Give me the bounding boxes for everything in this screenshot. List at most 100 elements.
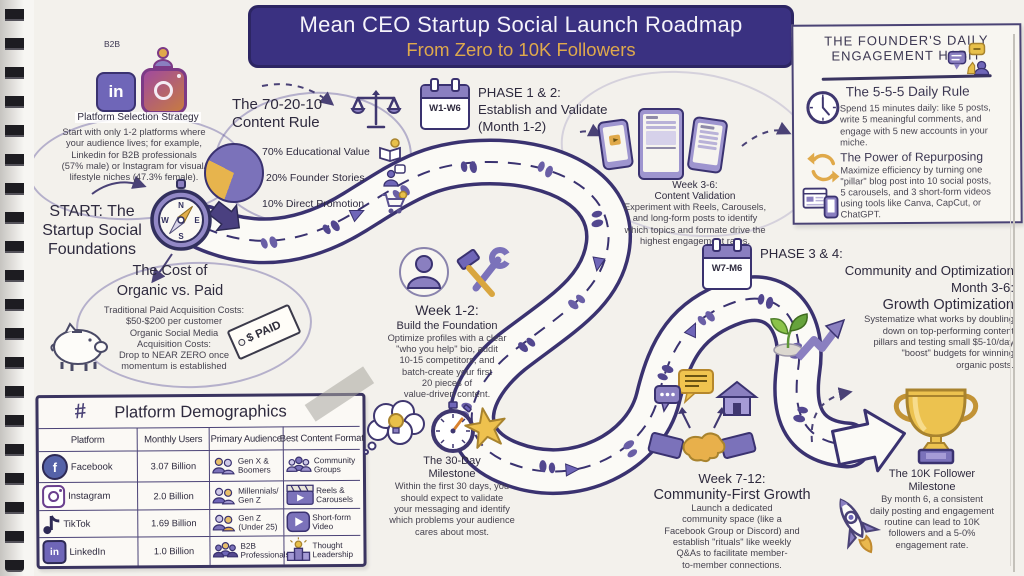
thought-leadership-icon bbox=[286, 537, 311, 562]
compass-s: S bbox=[178, 232, 184, 241]
phase34-block: Community and Optimization Month 3-6: Gr… bbox=[700, 262, 1014, 371]
linkedin-format: Thought Leadership bbox=[283, 534, 361, 565]
linkedin-icon: in bbox=[96, 72, 136, 112]
linkedin-audience: B2B Professionals bbox=[209, 535, 290, 565]
person-speech-icon bbox=[383, 164, 406, 187]
week36-subtitle: Content Validation bbox=[654, 191, 736, 202]
phone-profile-icon bbox=[638, 108, 684, 180]
linkedin-glyph: in bbox=[108, 82, 124, 101]
b2b-professionals-icon bbox=[212, 542, 239, 558]
week712-title: Week 7-12: bbox=[698, 471, 766, 486]
facebook-icon: f bbox=[41, 453, 68, 481]
phase12-calendar-label: W1-W6 bbox=[429, 103, 461, 114]
shopping-cart-icon bbox=[382, 190, 408, 214]
compass-n: N bbox=[178, 201, 184, 210]
engagement-icons bbox=[947, 42, 990, 76]
col-header-platform: Platform bbox=[38, 427, 137, 452]
tiktok-audience: Gen Z (Under 25) bbox=[209, 508, 284, 536]
phase34-line1: PHASE 3 & 4: bbox=[760, 246, 843, 261]
phase34-body: Systematize what works by doubling down … bbox=[864, 314, 1014, 370]
milestone30-block: The 30-Day Milestone Within the first 30… bbox=[366, 455, 538, 538]
table-row-linkedin-platform: in LinkedIn bbox=[39, 536, 138, 567]
milestone10k-title: The 10K Follower Milestone bbox=[888, 468, 976, 494]
paid-tag-label: $ PAID bbox=[245, 319, 283, 345]
founder-panel: THE FOUNDER'S DAILY ENGAGEMENT HABIT The… bbox=[791, 23, 1023, 225]
week12-body: Optimize profiles with a clear "who you … bbox=[387, 332, 507, 400]
milestone30-title: The 30-Day Milestone bbox=[423, 455, 481, 481]
instagram-icon bbox=[141, 68, 187, 114]
instagram-small-icon bbox=[42, 484, 66, 509]
clapperboard-icon bbox=[286, 484, 314, 505]
road-direction-arrows bbox=[348, 210, 696, 477]
linkedin-users: 1.0 Billion bbox=[137, 535, 210, 566]
finish-arrow bbox=[830, 408, 906, 473]
cost-body: Traditional Paid Acquisition Costs: $50-… bbox=[103, 305, 245, 372]
repurpose-recycle-icon bbox=[807, 152, 840, 183]
platform-demographics-table: # Platform Demographics Platform Monthly… bbox=[35, 366, 375, 570]
chat-bubbles-icon bbox=[654, 369, 714, 413]
book-lightbulb-icon bbox=[379, 138, 401, 162]
week712-block: Week 7-12: Community-First Growth Launch… bbox=[628, 470, 836, 571]
house-icon bbox=[715, 380, 759, 416]
week36-title: Week 3-6: bbox=[672, 180, 718, 191]
people-pair-icon bbox=[212, 487, 236, 504]
phase12-line1: PHASE 1 & 2: bbox=[478, 85, 561, 100]
phase12-heading: PHASE 1 & 2: Establish and Validate (Mon… bbox=[478, 84, 648, 135]
phase12-line3: (Month 1-2) bbox=[478, 119, 547, 135]
week36-body: Experiment with Reels, Carousels, and lo… bbox=[623, 202, 767, 246]
milestone-star-icon bbox=[464, 407, 506, 449]
content-rule-title: The 70-20-10 Content Rule bbox=[232, 96, 323, 131]
phase34-line3: Month 3-6: bbox=[950, 280, 1014, 296]
week712-body: Launch a dedicated community space (like… bbox=[664, 503, 800, 570]
col-header-audience: Primary Audience bbox=[208, 426, 283, 450]
week12-title: Week 1-2: bbox=[415, 302, 479, 318]
phase34-calendar-icon: W7-M6 bbox=[702, 238, 752, 290]
piggy-bank-icon bbox=[50, 322, 108, 371]
week36-block: Week 3-6: Content Validation Experiment … bbox=[604, 180, 786, 247]
clock-icon bbox=[806, 91, 840, 125]
start-label: START: The Startup Social Foundations bbox=[42, 203, 142, 259]
repurpose-body: Maximize efficiency by turning one "pill… bbox=[840, 164, 992, 220]
play-button-icon bbox=[286, 511, 311, 533]
scales-icon bbox=[350, 90, 402, 129]
stopwatch-icon bbox=[431, 401, 475, 453]
phase34-line4: Growth Optimization bbox=[882, 297, 1014, 314]
phone-video-icon bbox=[596, 118, 635, 171]
table-row-tiktok-platform: TikTok bbox=[39, 509, 138, 538]
tiktok-format: Short-form Video bbox=[283, 507, 361, 536]
instagram-audience: Millennials/ Gen Z bbox=[208, 480, 284, 509]
platform-selection-body: Start with only 1-2 platforms where your… bbox=[61, 127, 207, 183]
rule-555-body: Spend 15 minutes daily: like 5 posts, wr… bbox=[839, 102, 991, 148]
b2b-label: B2B bbox=[104, 39, 121, 49]
phase34-calendar-label: W7-M6 bbox=[711, 263, 743, 274]
people-pair-icon bbox=[212, 457, 235, 475]
phase12-calendar-icon: W1-W6 bbox=[420, 78, 470, 130]
instagram-format: Reels & Carousels bbox=[282, 479, 361, 509]
repurpose-title: The Power of Repurposing bbox=[840, 149, 984, 165]
subtitle: From Zero to 10K Followers bbox=[406, 39, 636, 60]
page-edge bbox=[1013, 34, 1015, 572]
platform-selection-title: Platform Selection Strategy bbox=[75, 112, 201, 123]
table-row-instagram-platform: Instagram bbox=[39, 481, 138, 511]
main-title: Mean CEO Startup Social Launch Roadmap bbox=[299, 12, 743, 37]
growth-sprout-icon bbox=[770, 313, 846, 361]
solid-connectors bbox=[91, 175, 173, 284]
table-row-facebook-platform: f Facebook bbox=[38, 450, 138, 483]
col-header-format: Best Content Format bbox=[280, 425, 364, 450]
week12-block: Week 1-2: Build the Foundation Optimize … bbox=[368, 302, 526, 400]
milestone30-body: Within the first 30 days, you should exp… bbox=[389, 481, 515, 537]
phase34-line2: Community and Optimization bbox=[844, 263, 1014, 278]
rule-item-educational: 70% Educational Value bbox=[262, 146, 370, 158]
col-header-users: Monthly Users bbox=[136, 426, 209, 451]
browser-phone-icon bbox=[802, 187, 839, 219]
spiral-coils bbox=[5, 4, 24, 572]
compass-icon: N E S W bbox=[150, 179, 212, 251]
community-group-icon bbox=[286, 456, 312, 473]
tiktok-users: 1.69 Billion bbox=[137, 508, 210, 537]
tiktok-icon bbox=[43, 515, 60, 535]
facebook-format: Community Groups bbox=[282, 448, 360, 481]
profile-person-icon bbox=[399, 247, 449, 297]
table-title: Platform Demographics bbox=[114, 401, 287, 422]
idea-cloud-icon bbox=[363, 400, 425, 455]
